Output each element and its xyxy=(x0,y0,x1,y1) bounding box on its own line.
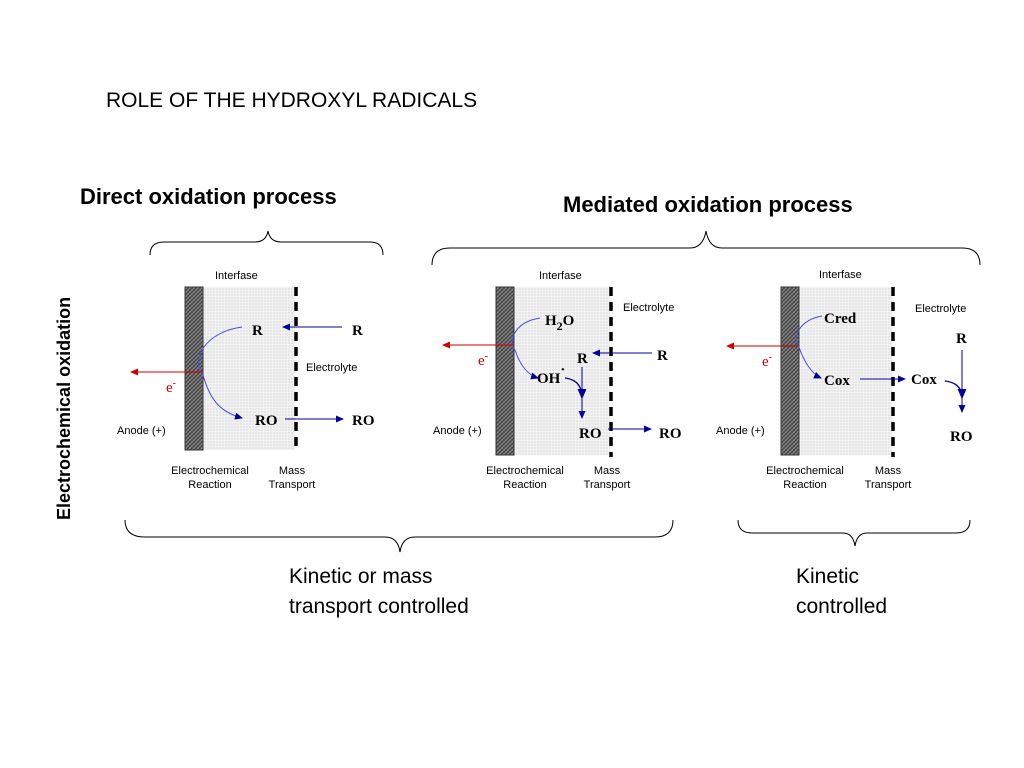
col-electrochemical-l1: Electrochemical xyxy=(486,465,564,477)
anode-electrode xyxy=(184,286,204,451)
water-oxidation-curve xyxy=(511,317,541,380)
interfase-label: Interfase xyxy=(819,269,862,281)
species-h2o: H2O xyxy=(545,313,574,333)
electrolyte-label: Electrolyte xyxy=(915,303,966,315)
species-oh-radical: OH· xyxy=(537,362,565,387)
kinetic-brace xyxy=(737,519,971,547)
col-electrochemical-l1: Electrochemical xyxy=(171,465,249,477)
interfase-label: Interfase xyxy=(215,270,258,282)
species-r-bulk: R xyxy=(657,348,668,364)
anode-label: Anode (+) xyxy=(716,425,765,437)
conclusion-right-line2: controlled xyxy=(796,595,887,618)
species-r-interface: R xyxy=(577,351,588,367)
species-r-interface: R xyxy=(252,323,263,339)
conclusion-left-line2: transport controlled xyxy=(289,595,469,618)
mediated-panel-hydroxyl: Interfase Electrolyte Anode (+) H2O e- O… xyxy=(433,270,682,491)
electron-label: e- xyxy=(478,351,488,369)
interfase-layer xyxy=(514,287,610,455)
mediated-panel-redox: Interfase Electrolyte Anode (+) Cred e- … xyxy=(716,269,973,491)
col-mass-l2: Transport xyxy=(584,479,631,491)
mediator-oxidation-curve xyxy=(796,315,823,379)
direct-brace xyxy=(149,230,384,256)
electron-label: e- xyxy=(762,352,772,370)
conclusion-left-line1: Kinetic or mass xyxy=(289,565,433,588)
col-electrochemical-l2: Reaction xyxy=(783,479,826,491)
col-mass-l1: Mass xyxy=(594,465,621,477)
oxidation-curve xyxy=(198,326,243,420)
species-ro-interface: RO xyxy=(579,426,602,442)
species-ro-bulk: RO xyxy=(950,429,973,445)
electrolyte-label: Electrolyte xyxy=(623,302,674,314)
slide-title: ROLE OF THE HYDROXYL RADICALS xyxy=(106,89,477,112)
direct-heading: Direct oxidation process xyxy=(80,184,337,209)
anode-electrode xyxy=(495,286,515,456)
direct-panel: Interfase Electrolyte Anode (+) e- R RO … xyxy=(117,270,375,491)
species-ro-bulk: RO xyxy=(659,426,682,442)
species-cred: Cred xyxy=(824,311,857,327)
col-electrochemical-l2: Reaction xyxy=(503,479,546,491)
interfase-layer xyxy=(799,287,892,455)
col-mass-l1: Mass xyxy=(279,465,306,477)
col-mass-l2: Transport xyxy=(269,479,316,491)
species-ro-bulk: RO xyxy=(352,413,375,429)
col-mass-l1: Mass xyxy=(875,465,902,477)
kinetic-mass-brace xyxy=(124,519,674,553)
species-r-bulk: R xyxy=(956,331,967,347)
side-label: Electrochemical oxidation xyxy=(54,297,74,520)
species-cox-interface: Cox xyxy=(824,373,850,389)
col-mass-l2: Transport xyxy=(865,479,912,491)
anode-label: Anode (+) xyxy=(433,425,482,437)
col-electrochemical-l1: Electrochemical xyxy=(766,465,844,477)
mediated-heading: Mediated oxidation process xyxy=(563,192,853,217)
anode-electrode xyxy=(780,286,800,456)
anode-label: Anode (+) xyxy=(117,425,166,437)
species-ro-interface: RO xyxy=(255,413,278,429)
interfase-label: Interfase xyxy=(539,270,582,282)
mediated-brace xyxy=(431,230,981,266)
conclusion-right-line1: Kinetic xyxy=(796,565,859,588)
mediator-attack-arrow xyxy=(944,380,967,400)
interfase-layer xyxy=(203,287,295,450)
col-electrochemical-l2: Reaction xyxy=(188,479,231,491)
electrolyte-label: Electrolyte xyxy=(306,362,357,374)
species-cox-bulk: Cox xyxy=(911,372,937,388)
species-r-bulk: R xyxy=(352,323,363,339)
electron-label: e- xyxy=(166,378,176,396)
